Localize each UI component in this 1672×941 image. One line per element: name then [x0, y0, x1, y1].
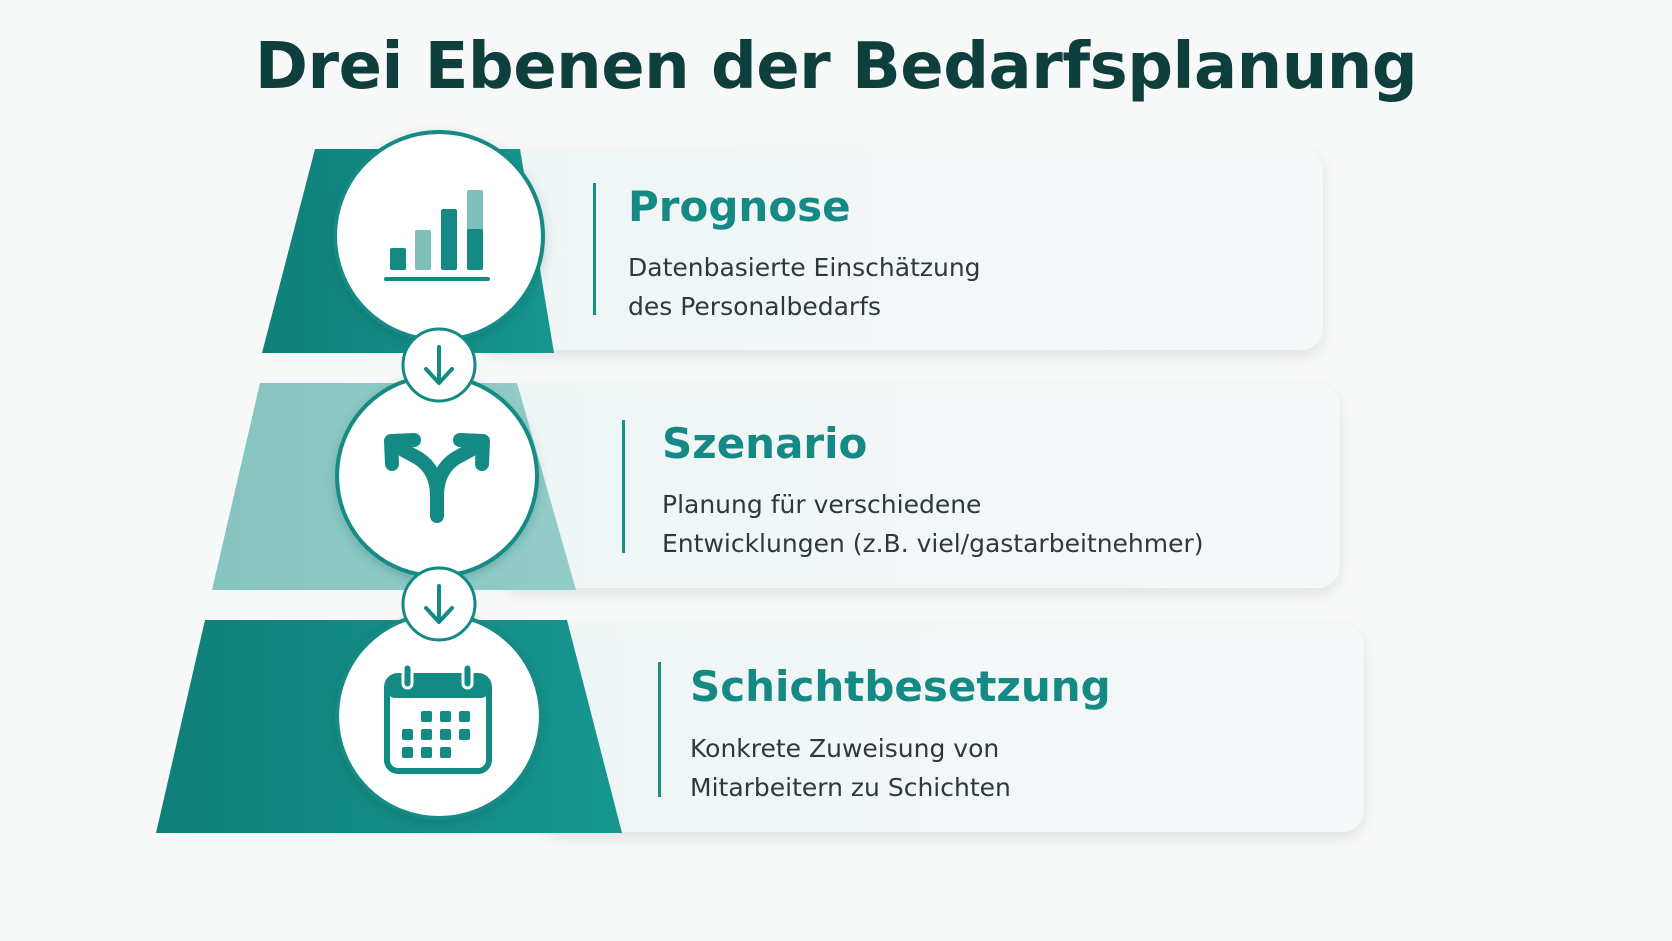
split-arrows-icon: [384, 433, 490, 523]
description-line: des Personalbedarfs: [628, 292, 882, 321]
level-card-schichtbesetzung: [540, 625, 1364, 832]
bar-chart-icon: [384, 190, 490, 281]
icon-circle-prognose: [333, 130, 545, 342]
description-line: Entwicklungen (z.B. viel/gastarbeitnehme…: [662, 529, 1204, 558]
arrow-down-icon: [424, 345, 454, 385]
description-line: Datenbasierte Einschätzung: [628, 253, 981, 282]
level-title-szenario: Szenario: [662, 419, 868, 468]
icon-circle-schichtbesetzung: [335, 612, 543, 820]
page-title: Drei Ebenen der Bedarfsplanung: [254, 30, 1418, 104]
connector-1: [401, 327, 477, 403]
level-title-schichtbesetzung: Schichtbesetzung: [690, 662, 1111, 711]
card-accent-bar: [593, 183, 596, 315]
card-accent-bar: [658, 662, 661, 797]
level-card-prognose: [480, 148, 1323, 350]
calendar-icon: [384, 662, 492, 774]
description-line: Konkrete Zuweisung von: [690, 734, 1000, 763]
connector-2: [401, 566, 477, 642]
description-line: Planung für verschiedene: [662, 490, 982, 519]
card-accent-bar: [622, 420, 625, 553]
level-card-szenario: [500, 385, 1340, 588]
level-description-prognose: Datenbasierte Einschätzung des Personalb…: [628, 248, 981, 326]
arrow-down-icon: [424, 584, 454, 624]
level-title-prognose: Prognose: [628, 182, 851, 231]
level-description-schichtbesetzung: Konkrete Zuweisung von Mitarbeitern zu S…: [690, 729, 1011, 807]
level-description-szenario: Planung für verschiedene Entwicklungen (…: [662, 485, 1204, 563]
description-line: Mitarbeitern zu Schichten: [690, 773, 1011, 802]
